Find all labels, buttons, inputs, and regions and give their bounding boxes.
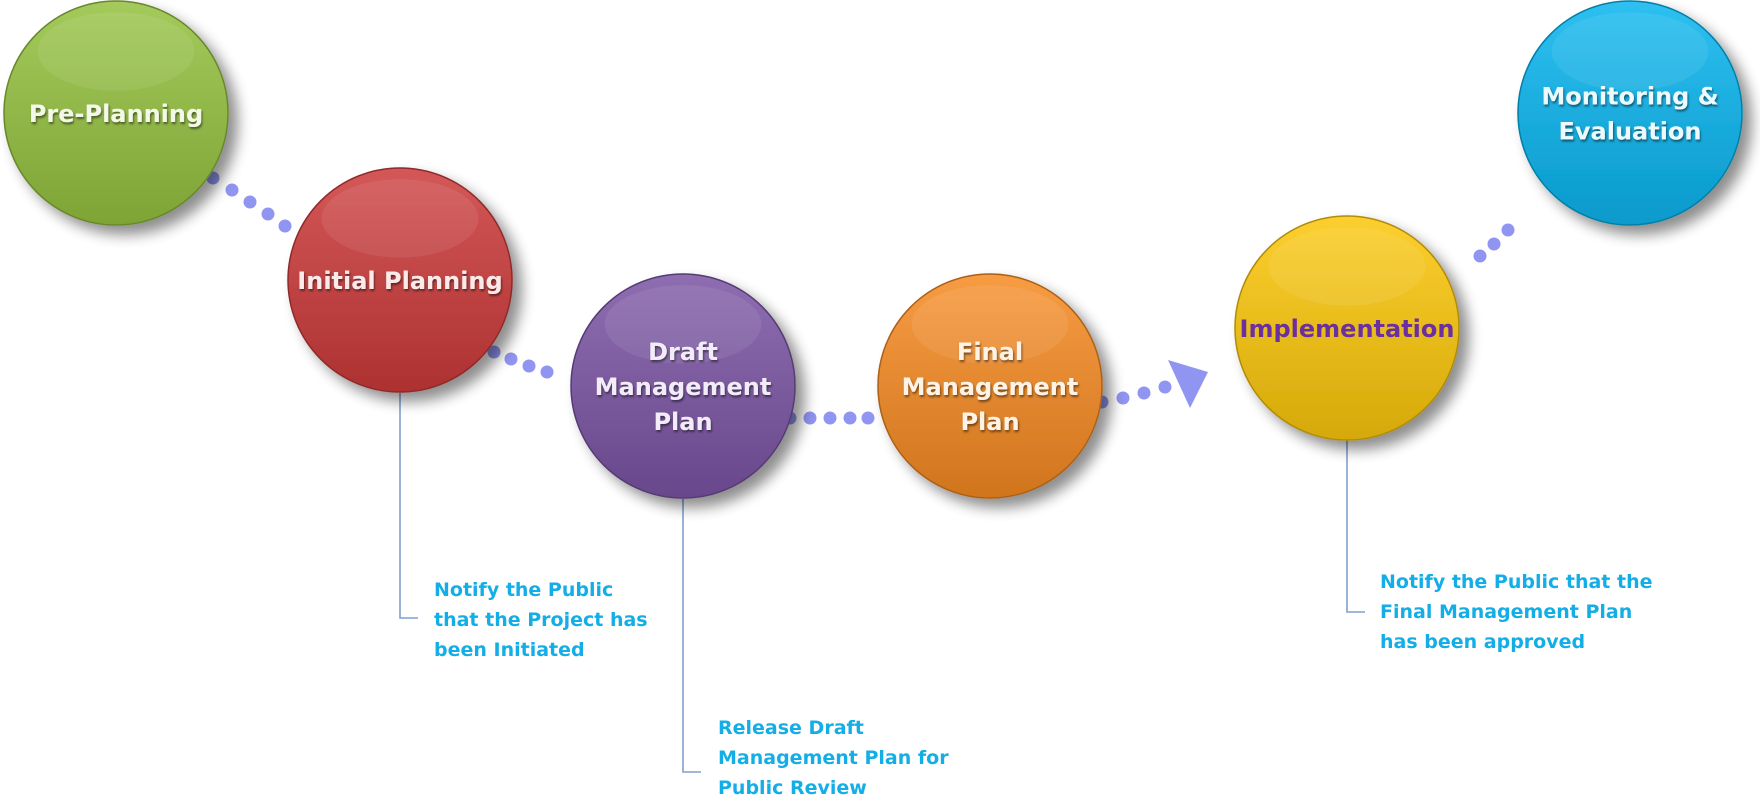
node-label: Initial Planning [297, 267, 502, 295]
flow-dot [1473, 249, 1487, 263]
node-circle [877, 273, 1103, 499]
flow-dot [504, 352, 518, 366]
node-label: Management [902, 373, 1079, 401]
note-initial-planning: Notify the Public that the Project has b… [434, 579, 648, 661]
node-label: Draft [648, 338, 718, 366]
node-label: Management [595, 373, 772, 401]
connector-lines [399, 393, 1365, 773]
arrowhead-icon [1168, 360, 1208, 408]
node-highlight [1551, 12, 1709, 91]
note-draft-management-plan: Release Draft Management Plan for Public… [718, 717, 949, 799]
flow-dot [1487, 237, 1501, 251]
node-label: Evaluation [1558, 118, 1701, 146]
flow-dot [278, 219, 292, 233]
flow-dot [261, 207, 275, 221]
node-highlight [37, 12, 195, 91]
flow-dot [243, 195, 257, 209]
node-implementation: Implementation [1234, 215, 1460, 441]
node-label: Pre-Planning [29, 100, 203, 128]
flow-dot [225, 183, 239, 197]
node-initial-planning: Initial Planning [287, 167, 513, 393]
flow-dot [823, 411, 837, 425]
flow-dot [522, 359, 536, 373]
node-circle [1517, 0, 1743, 226]
node-label: Monitoring & [1541, 83, 1718, 111]
flow-dot [487, 345, 501, 359]
node-circle [570, 273, 796, 499]
node-monitoring-evaluation: Monitoring & Evaluation [1517, 0, 1743, 226]
node-highlight [321, 179, 479, 258]
note-connector [399, 393, 418, 619]
flow-dot [803, 411, 817, 425]
flow-dot [1158, 380, 1172, 394]
flow-dot [540, 365, 554, 379]
node-highlight [604, 285, 762, 364]
note-implementation: Notify the Public that the Final Managem… [1380, 571, 1653, 653]
node-label: Plan [653, 408, 712, 436]
node-label: Plan [960, 408, 1019, 436]
node-highlight [1268, 227, 1426, 306]
flow-dot [1137, 386, 1151, 400]
node-circle [3, 0, 229, 226]
node-circle [287, 167, 513, 393]
flow-dot [861, 411, 875, 425]
flow-dot [1501, 223, 1515, 237]
node-pre-planning: Pre-Planning [3, 0, 229, 226]
node-circle [1234, 215, 1460, 441]
node-label: Final [957, 338, 1023, 366]
flow-dot [843, 411, 857, 425]
node-label: Implementation [1240, 315, 1455, 343]
dotted-flow-path [206, 171, 1515, 425]
note-connector [682, 499, 701, 773]
note-connector [1346, 440, 1365, 613]
flow-dot [1116, 391, 1130, 405]
node-highlight [911, 285, 1069, 364]
